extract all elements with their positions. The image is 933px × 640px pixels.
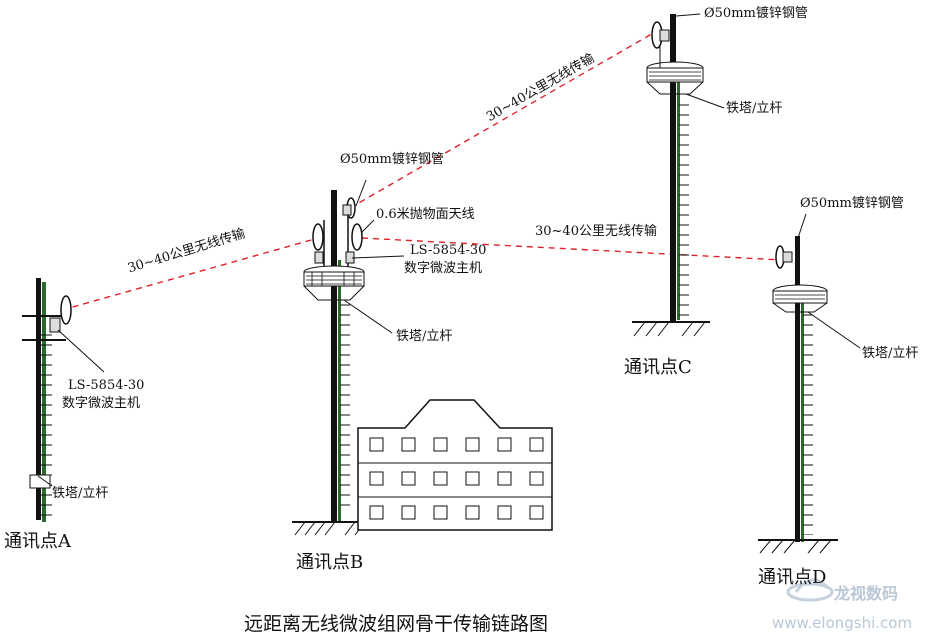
site-b-tower-label: 铁塔/立杆 (396, 329, 453, 344)
site-b-antenna-label: 0.6米抛物面天线 (376, 207, 475, 222)
site-c-label: 通讯点C (624, 357, 692, 378)
building (357, 399, 553, 531)
site-a-label: 通讯点A (4, 531, 71, 552)
diagram-title: 远距离无线微波组网骨干传输链路图 (244, 613, 549, 635)
watermark-logo-icon (786, 578, 834, 602)
site-b-pipe-label: Ø50mm镀锌钢管 (340, 152, 444, 167)
site-b-host-label-1: LS-5854-30 (410, 243, 487, 258)
site-d-tower-label: 铁塔/立杆 (862, 346, 919, 361)
site-b-host-label-2: 数字微波主机 (404, 261, 483, 276)
site-a-tower-label: 铁塔/立杆 (52, 486, 109, 501)
site-a-host-label-1: LS-5854-30 (68, 378, 145, 393)
site-c-tower (632, 13, 725, 337)
link-label-b-d: 30~40公里无线传输 (535, 224, 657, 239)
site-d-pipe-label: Ø50mm镀锌钢管 (800, 196, 904, 211)
link-lines (61, 27, 783, 311)
watermark-url: www.elongshi.com (772, 614, 913, 632)
site-b-tower (292, 179, 405, 536)
site-a-tower (22, 278, 105, 522)
site-a-host-label-2: 数字微波主机 (62, 396, 141, 411)
link-b-d (361, 237, 783, 261)
site-d-label: 通讯点D (758, 567, 827, 588)
site-d-tower (758, 213, 861, 554)
site-b-label: 通讯点B (296, 552, 364, 573)
site-c-tower-label: 铁塔/立杆 (726, 101, 783, 116)
link-b-c (349, 27, 663, 209)
site-c-pipe-label: Ø50mm镀锌钢管 (704, 6, 808, 21)
watermark-brand: 龙视数码 (834, 584, 899, 603)
link-a-b (61, 236, 323, 311)
